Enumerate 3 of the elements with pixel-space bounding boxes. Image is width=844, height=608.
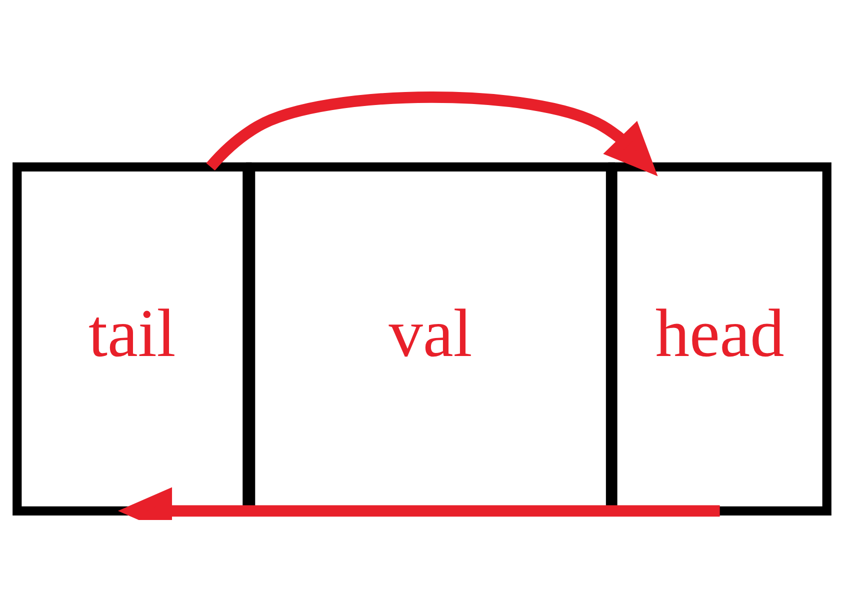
node-box: head — [608, 162, 832, 516]
arrow — [206, 92, 658, 176]
arrow — [118, 487, 720, 520]
